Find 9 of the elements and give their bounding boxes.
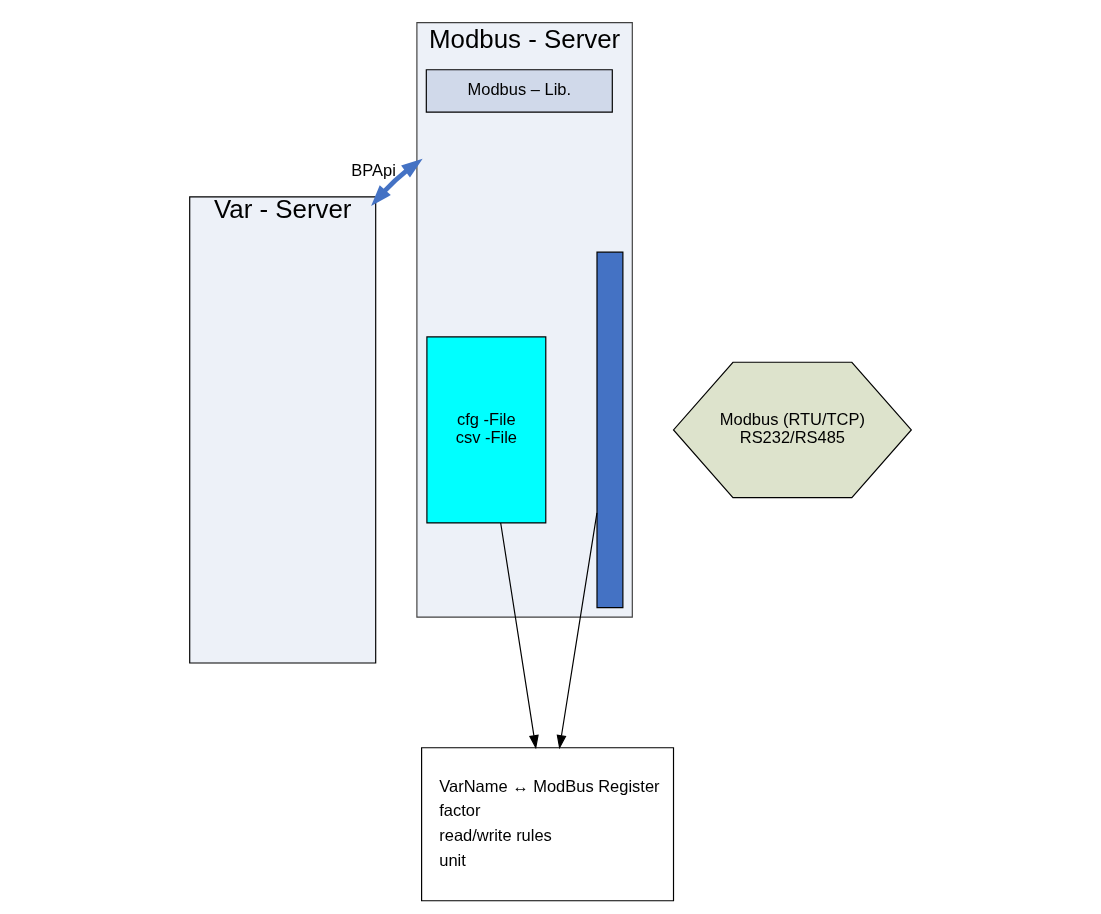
node-box: Modbus – Lib. xyxy=(425,69,613,113)
node-box: Var - Server xyxy=(189,196,377,664)
node-box: VarName ↔ ModBus Register factor read/write rules unit xyxy=(421,747,675,902)
arrow xyxy=(371,158,423,206)
edge-label: BPApi xyxy=(351,160,396,179)
arrow xyxy=(556,512,598,750)
node-box: cfg -File csv -File xyxy=(426,336,547,524)
node-bar xyxy=(596,251,624,609)
arrow xyxy=(500,522,539,750)
